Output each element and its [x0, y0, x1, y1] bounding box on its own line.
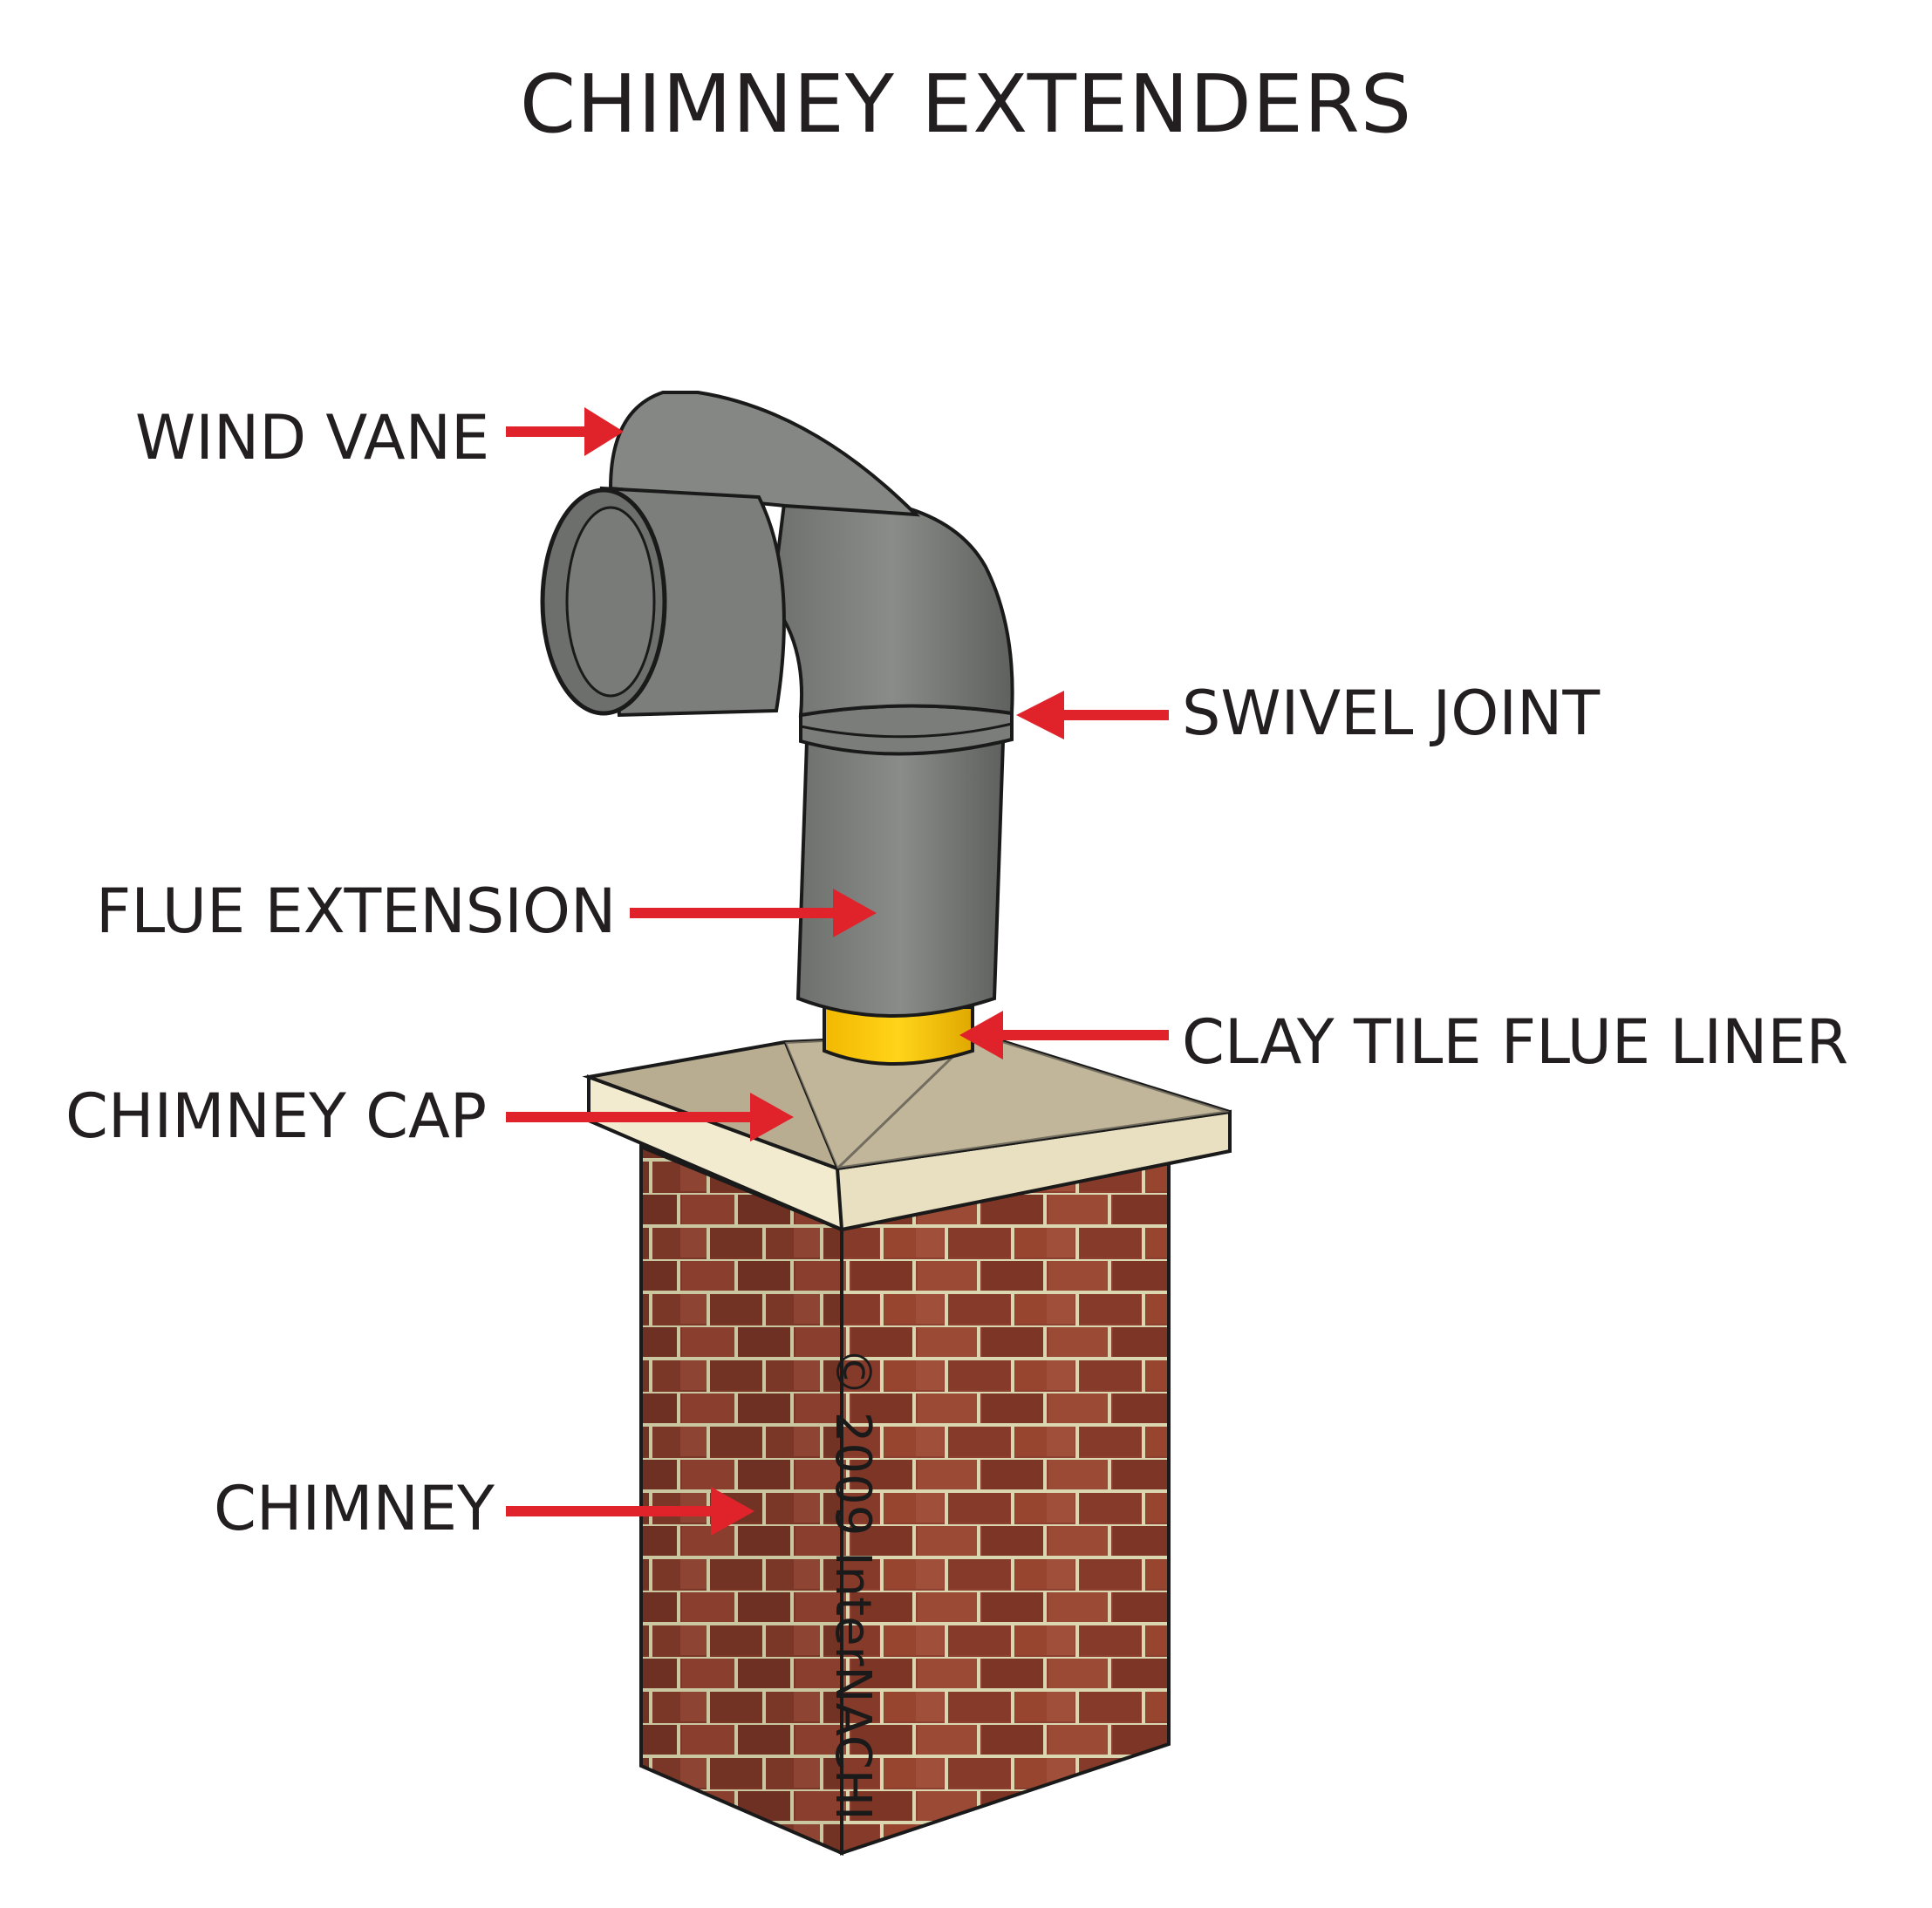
- outlet-sleeve: [540, 486, 786, 718]
- label-clay-tile-flue-liner: CLAY TILE FLUE LINER: [1182, 1006, 1849, 1078]
- chimney-body: [639, 1144, 1171, 1857]
- swivel-joint: [799, 704, 1014, 756]
- page-title: CHIMNEY EXTENDERS: [519, 58, 1413, 151]
- label-chimney-cap: CHIMNEY CAP: [65, 1080, 488, 1152]
- chimney-arrow: [506, 1487, 754, 1536]
- chimney-cap: [582, 1031, 1232, 1232]
- flue-extension: [795, 739, 1006, 1018]
- label-flue-extension: FLUE EXTENSION: [96, 876, 617, 947]
- label-chimney: CHIMNEY: [214, 1473, 495, 1544]
- label-wind-vane: WIND VANE: [135, 402, 490, 474]
- arrows: [506, 407, 1169, 1536]
- chimney-cap-arrow: [506, 1093, 794, 1141]
- wind-vane-arrow: [506, 407, 624, 456]
- clay-tile-flue-liner: [823, 1005, 974, 1066]
- copyright-notice: © 2009 InterNACHI: [824, 1347, 881, 1821]
- flue-liner-arrow: [959, 1011, 1169, 1060]
- flue-extension-arrow: [630, 889, 877, 937]
- label-swivel-joint: SWIVEL JOINT: [1182, 678, 1601, 749]
- elbow: [769, 494, 1014, 718]
- swivel-joint-arrow: [1016, 691, 1169, 739]
